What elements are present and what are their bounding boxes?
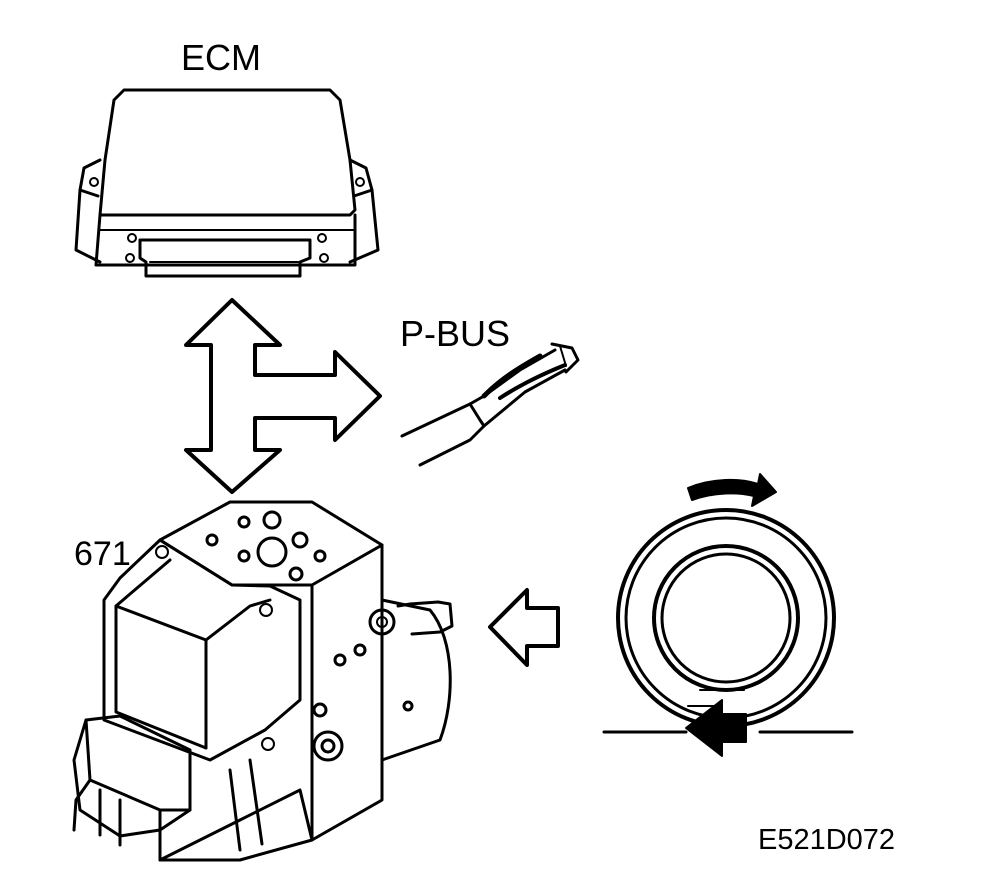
rotation-arrow-icon [687,473,777,507]
motion-arrow-icon [685,699,747,757]
pbus-label: P-BUS [400,313,511,354]
pbus-connector-icon [400,342,580,467]
part-number-label: 671 [74,535,131,573]
figure-code-label: E521D072 [758,824,896,856]
ecm-module-icon [74,88,380,278]
double-arrow-icon [184,298,382,494]
abs-unit-icon [72,500,454,862]
input-arrow-icon [488,588,560,667]
ecm-label: ECM [181,37,261,78]
wheel-sensor-icon [602,508,854,734]
